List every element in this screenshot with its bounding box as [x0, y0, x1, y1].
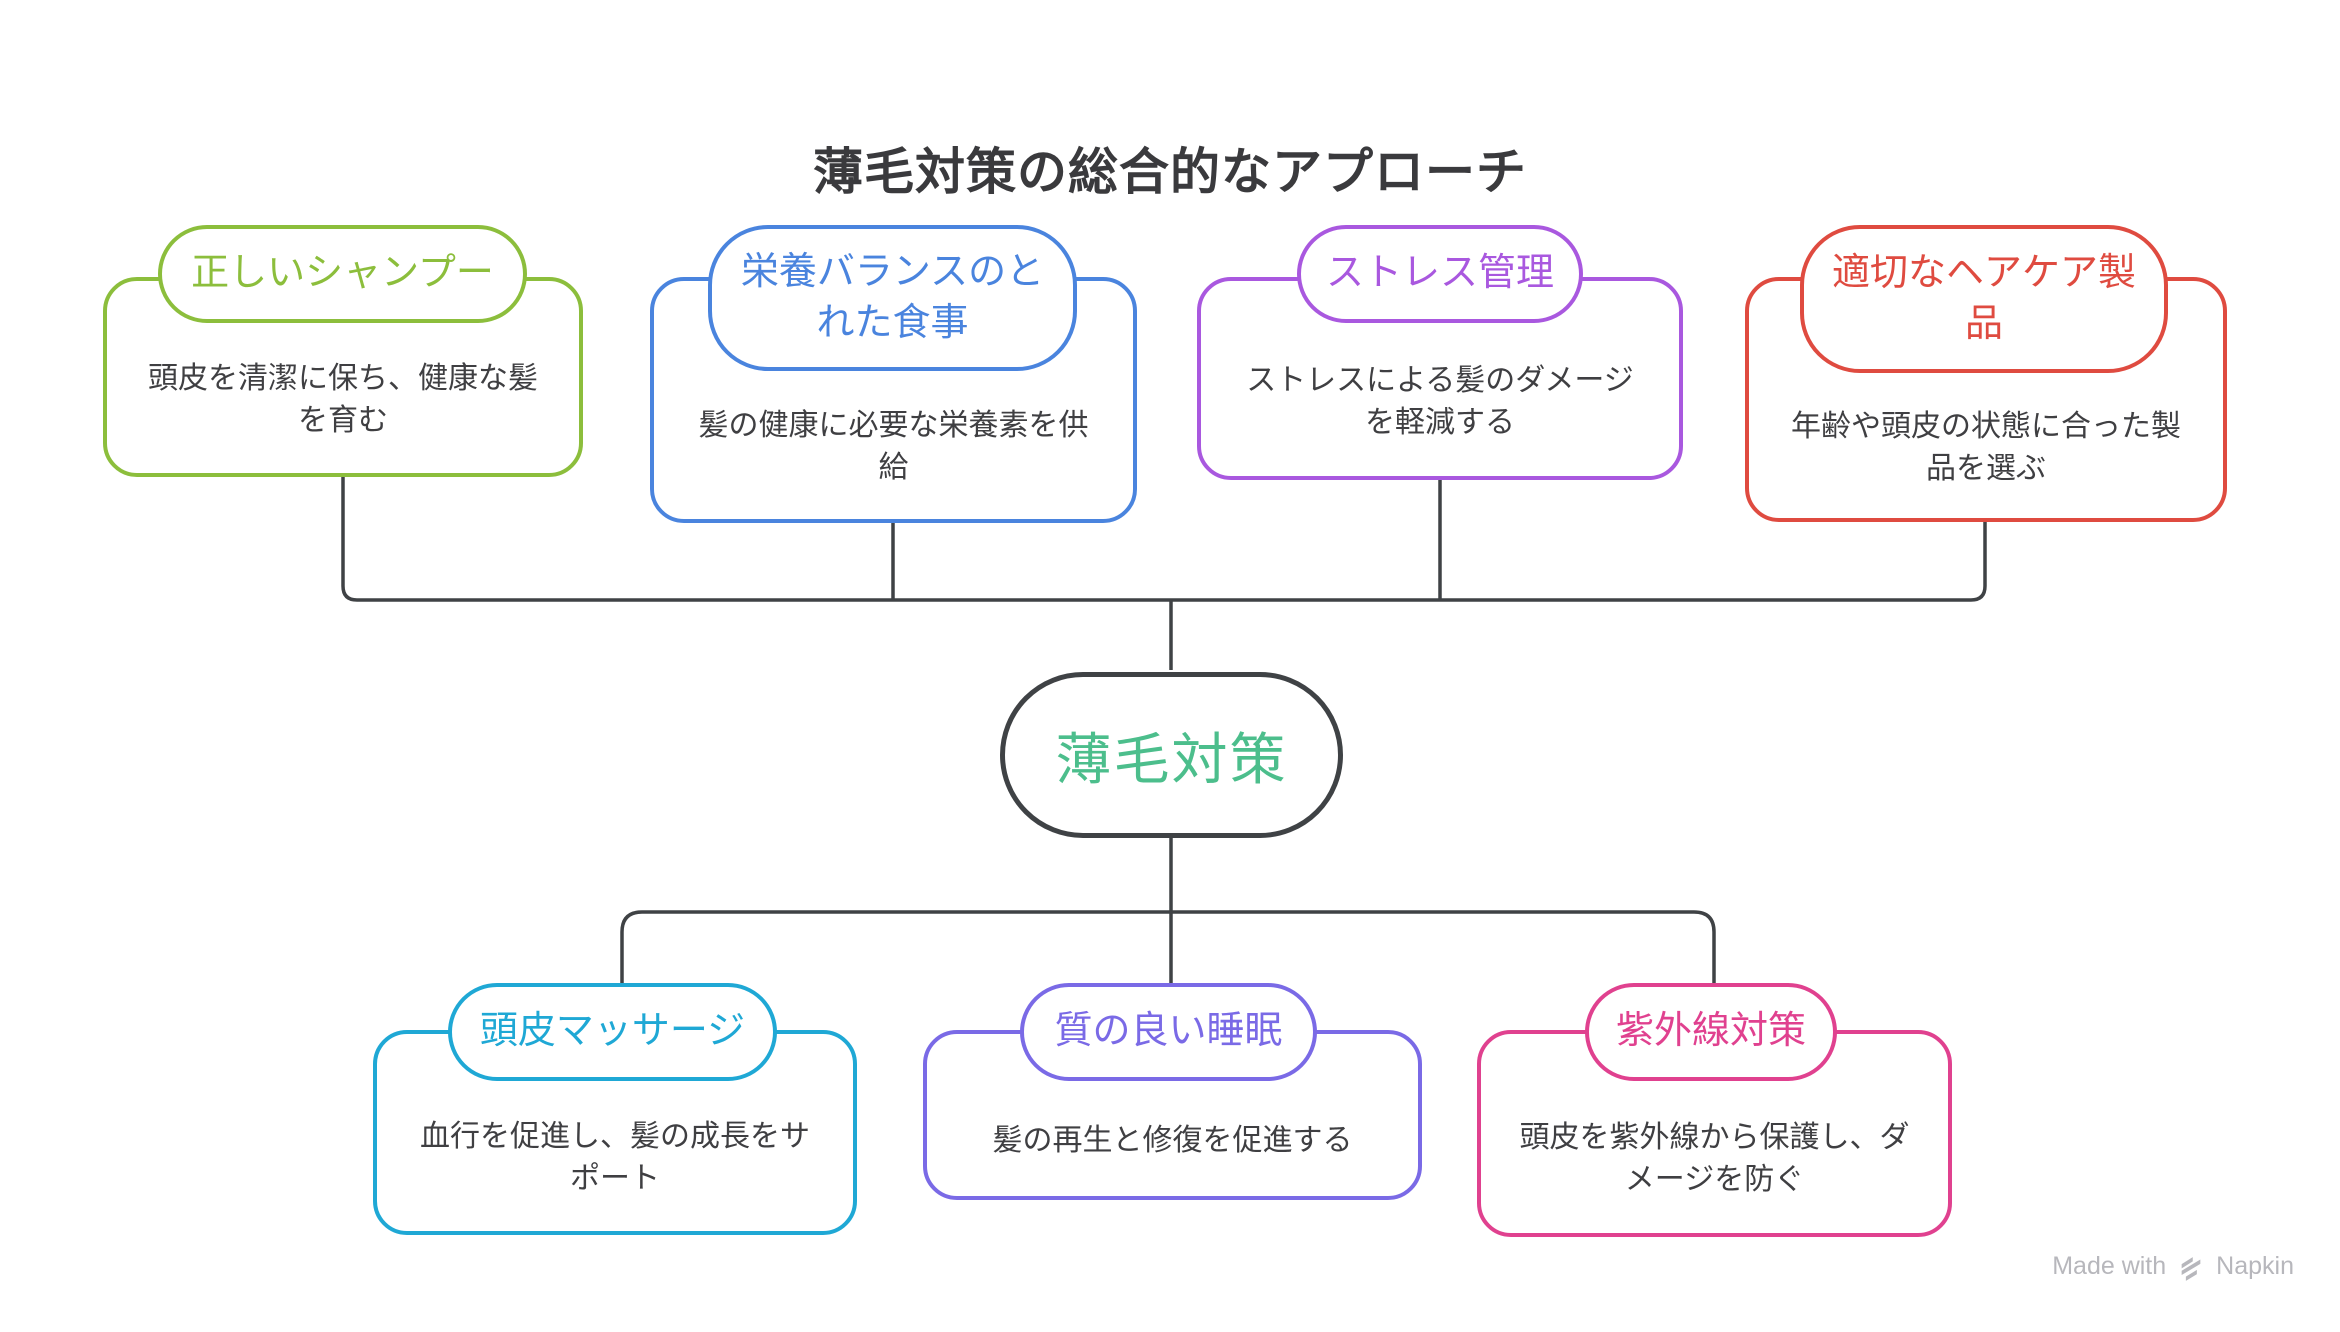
node-shampoo-body: 頭皮を清潔に保ち、健康な髪を育む: [148, 362, 538, 437]
napkin-logo-icon: [2181, 1256, 2201, 1281]
node-sleep-title: 質の良い睡眠: [1020, 983, 1317, 1081]
node-uv-body: 頭皮を紫外線から保護し、ダメージを防ぐ: [1519, 1121, 1910, 1196]
watermark-brand-text: Napkin: [2216, 1252, 2294, 1280]
node-nutrition-title-label: 栄養バランスのとれた食事: [740, 250, 1045, 344]
node-shampoo-title: 正しいシャンプー: [158, 225, 527, 323]
diagram-title: 薄毛対策の総合的なアプローチ: [813, 143, 1527, 200]
node-massage-title-label: 頭皮マッサージ: [479, 1010, 746, 1053]
node-uv-title-label: 紫外線対策: [1615, 1010, 1806, 1053]
node-massage-title: 頭皮マッサージ: [448, 983, 777, 1081]
node-massage-body: 血行を促進し、髪の成長をサポート: [420, 1120, 810, 1195]
node-shampoo-title-label: 正しいシャンプー: [191, 252, 494, 295]
center-node-label: 薄毛対策: [1055, 727, 1288, 791]
node-stress-title-label: ストレス管理: [1325, 252, 1554, 295]
node-uv-title: 紫外線対策: [1585, 983, 1837, 1081]
node-nutrition-body: 髪の健康に必要な栄養素を供給: [698, 409, 1089, 484]
node-sleep-title-label: 質の良い睡眠: [1054, 1010, 1283, 1053]
center-node: 薄毛対策: [1000, 672, 1343, 838]
connector-bottom-bus: [620, 910, 1716, 985]
node-haircare-title-label: 適切なヘアケア製品: [1831, 251, 2136, 345]
watermark-made-with-text: Made with: [2052, 1252, 2167, 1280]
connector-top-bus: [341, 475, 1987, 602]
node-stress-title: ストレス管理: [1297, 225, 1583, 323]
node-nutrition-title: 栄養バランスのとれた食事: [708, 225, 1077, 371]
napkin-watermark-link[interactable]: Made with Napkin: [2052, 1252, 2294, 1281]
node-sleep-body: 髪の再生と修復を促進する: [992, 1123, 1353, 1157]
node-haircare-title: 適切なヘアケア製品: [1800, 225, 2168, 373]
node-haircare-body: 年齢や頭皮の状態に合った製品を選ぶ: [1791, 409, 2181, 485]
node-stress-body: ストレスによる髪のダメージを軽減する: [1246, 363, 1634, 439]
